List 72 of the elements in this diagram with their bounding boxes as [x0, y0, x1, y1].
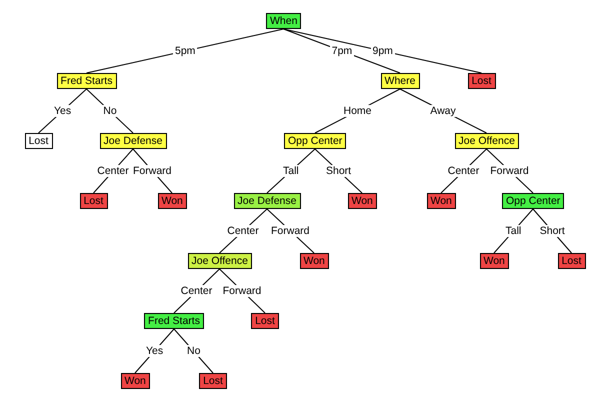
- decision-node: [188, 253, 252, 269]
- branch-label: Center: [446, 165, 482, 177]
- decision-node: [502, 193, 564, 209]
- outcome-label: Lost: [203, 374, 223, 388]
- outcome-node: [348, 193, 376, 209]
- branch-label: Short: [324, 165, 354, 177]
- branch-label: 7pm: [330, 45, 354, 57]
- outcome-label: Lost: [472, 74, 492, 88]
- outcome-node: [480, 253, 508, 269]
- attribute-name: Opp Center: [506, 194, 560, 208]
- branch-label: No: [101, 105, 119, 117]
- outcome-node: [199, 373, 227, 389]
- outcome-node: [158, 193, 186, 209]
- outcome-label: Lost: [28, 134, 48, 148]
- decision-node: [454, 133, 518, 149]
- attribute-name: Where: [384, 74, 416, 88]
- attribute-name: Fred Starts: [60, 74, 112, 88]
- outcome-label: Won: [124, 374, 146, 388]
- branch-label: Tall: [281, 165, 301, 177]
- branch-label: Tall: [504, 225, 524, 237]
- outcome-node: [468, 73, 496, 89]
- outcome-label: Won: [304, 254, 325, 268]
- branch-label: Short: [538, 225, 567, 237]
- branch-label: Center: [225, 225, 261, 237]
- decision-node: [100, 133, 166, 149]
- branch-line: [494, 208, 534, 254]
- branch-label: No: [185, 345, 202, 357]
- branch-label: 5pm: [173, 45, 198, 57]
- outcome-label: Won: [162, 194, 183, 208]
- branch-label: 9pm: [370, 45, 395, 57]
- outcome-node: [80, 193, 108, 209]
- branch-line: [283, 28, 482, 74]
- decision-node: [266, 13, 301, 29]
- outcome-node: [426, 193, 456, 209]
- branch-label: Yes: [144, 345, 166, 357]
- decision-node: [380, 73, 420, 89]
- outcome-label: Lost: [255, 314, 275, 328]
- branch-label: Forward: [269, 225, 312, 237]
- decision-node: [144, 313, 204, 329]
- outcome-node: [120, 373, 150, 389]
- decision-node: [284, 133, 346, 149]
- branch-label: Center: [178, 285, 214, 297]
- outcome-label: Lost: [562, 254, 582, 268]
- attribute-name: Fred Starts: [148, 314, 200, 328]
- branch-line: [86, 88, 134, 134]
- outcome-label: Won: [352, 194, 373, 208]
- outcome-node: [558, 253, 586, 269]
- branch-label: Center: [95, 165, 131, 177]
- attribute-name: Joe Defense: [238, 194, 296, 208]
- attribute-name: Opp Center: [288, 134, 342, 148]
- outcome-node: [251, 313, 279, 329]
- decision-node: [56, 73, 116, 89]
- attribute-name: Joe Offence: [192, 254, 248, 268]
- outcome-label: Won: [484, 254, 505, 268]
- branch-label: Home: [342, 105, 374, 117]
- branch-line: [134, 328, 174, 374]
- outcome-node: [24, 133, 52, 149]
- branch-line: [38, 88, 87, 134]
- branch-label: Away: [428, 105, 458, 117]
- attribute-name: Joe Defense: [104, 134, 162, 148]
- branch-label: Forward: [488, 165, 531, 177]
- attribute-name: When: [270, 14, 298, 28]
- branch-line: [86, 28, 284, 74]
- branch-label: Forward: [131, 165, 174, 177]
- branch-label: Yes: [52, 105, 74, 117]
- outcome-node: [300, 253, 328, 269]
- outcome-label: Lost: [84, 194, 104, 208]
- decision-node: [234, 193, 300, 209]
- branch-label: Forward: [220, 285, 264, 297]
- attribute-name: Joe Offence: [458, 134, 515, 148]
- outcome-label: Won: [430, 194, 452, 208]
- branch-line: [174, 328, 214, 374]
